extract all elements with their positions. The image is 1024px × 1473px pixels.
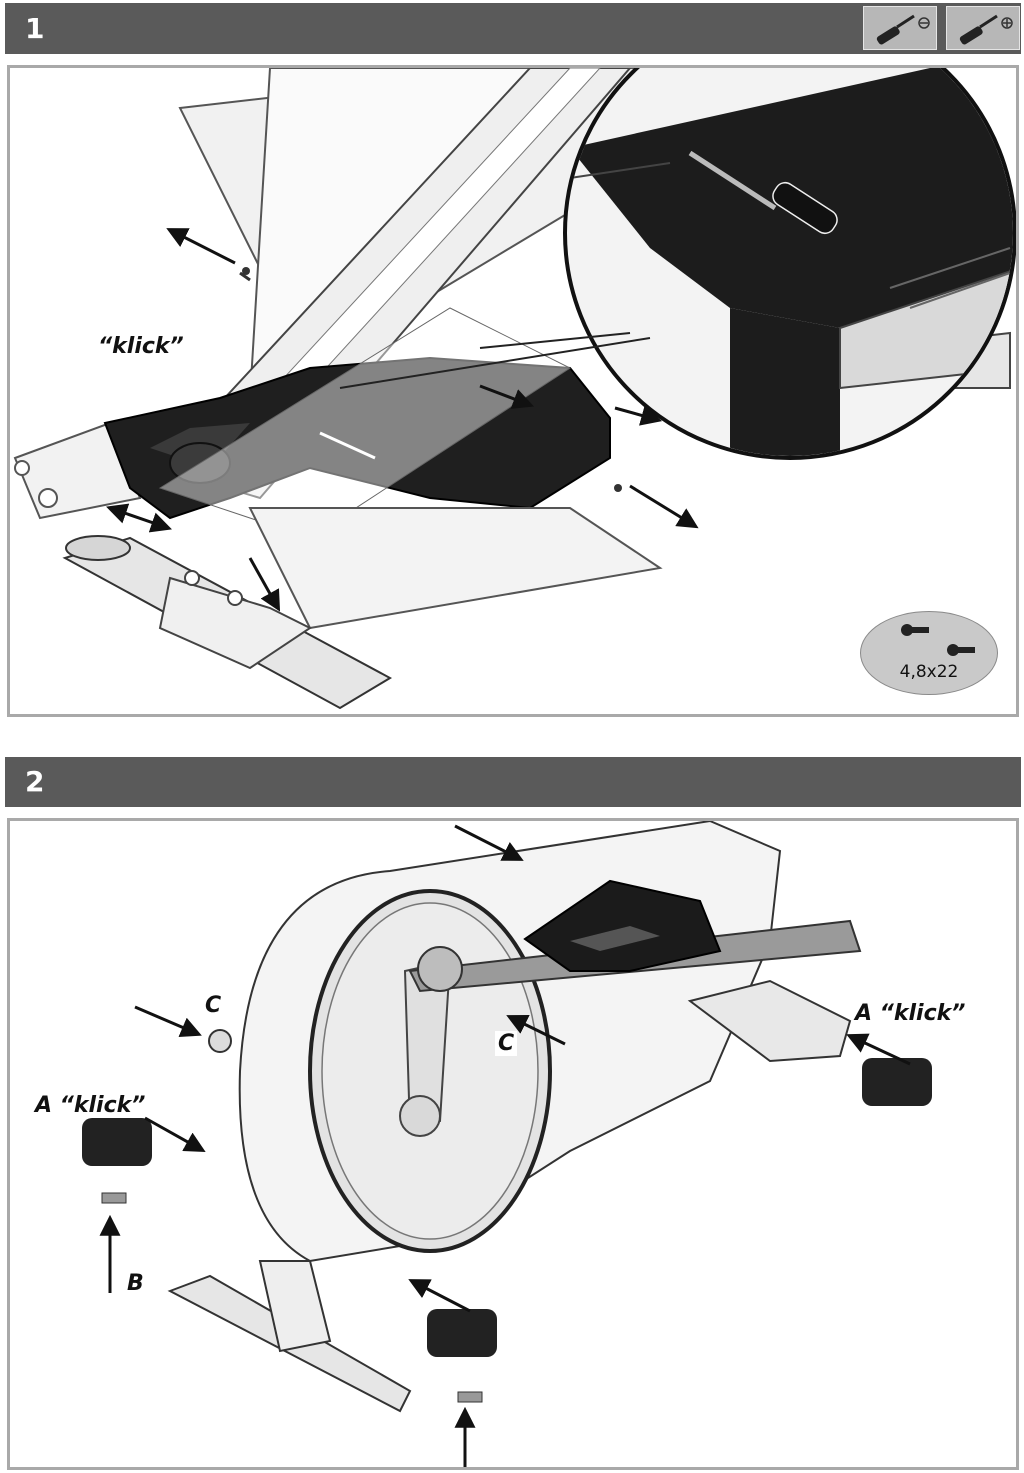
c-label-center: C (495, 1031, 518, 1056)
flathead-screwdriver-icon (863, 6, 937, 50)
phillips-screwdriver-icon (946, 6, 1020, 50)
step-2-number: 2 (25, 765, 45, 798)
step-1-number: 1 (25, 12, 45, 45)
elliptical-trainer-front-cover-illustration (13, 68, 1016, 710)
screw-size-label: 4,8x22 (899, 662, 959, 682)
screw-icon (901, 624, 975, 656)
klick-label: “klick” (98, 334, 184, 359)
a-klick-label-left: A “klick” (35, 1093, 146, 1118)
elliptical-trainer-side-illustration (82, 821, 932, 1467)
step-1-illustration-panel: “klick” 4,8x22 (7, 65, 1019, 717)
step-2-header: 2 (5, 757, 1021, 807)
b-label: B (127, 1271, 144, 1296)
step-2-illustration-panel: C C A “klick” A “klick” B (7, 818, 1019, 1470)
step-1-header: 1 (5, 3, 1021, 54)
c-label-left: C (205, 993, 222, 1018)
screw-spec-callout: 4,8x22 (860, 611, 998, 695)
a-klick-label-right: A “klick” (855, 1001, 966, 1026)
